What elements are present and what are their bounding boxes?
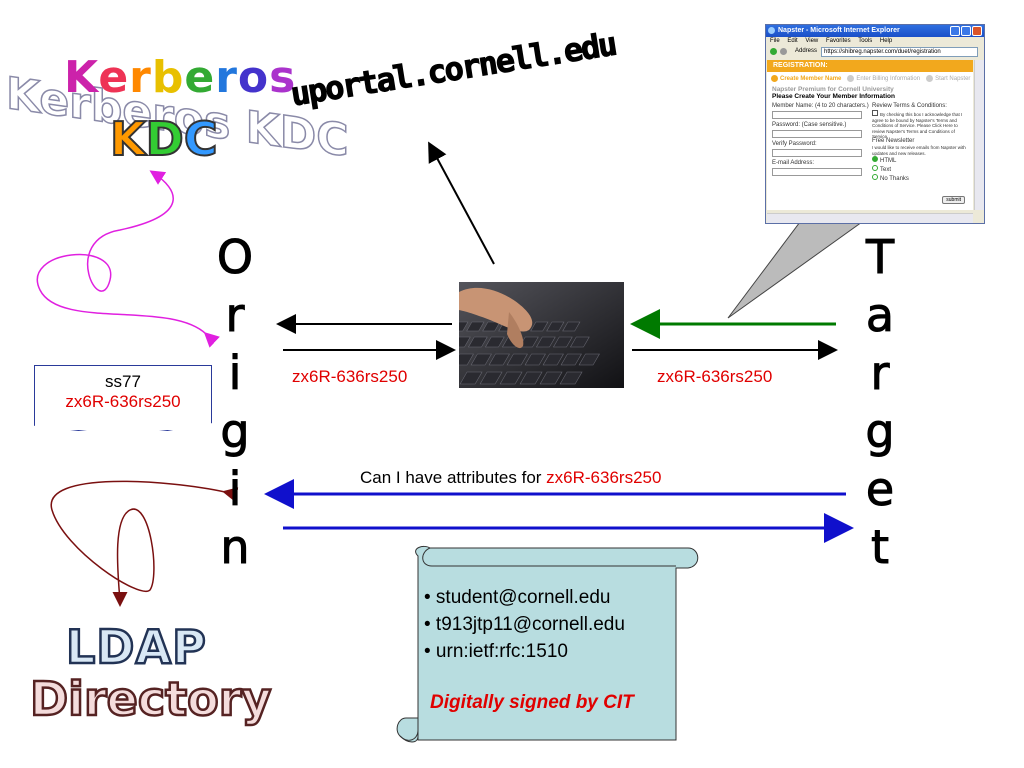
newsletter-option-none[interactable]: No Thanks (872, 174, 967, 183)
radio-icon (872, 174, 878, 180)
password-label: Password: (Case sensitive.) (772, 122, 847, 128)
verify-password-label: Verify Password: (772, 141, 817, 147)
vertical-scrollbar[interactable] (974, 60, 984, 210)
browser-window: Napster - Microsoft Internet Explorer Fi… (765, 24, 985, 224)
arrow-to-uportal (428, 141, 495, 265)
kerberos-letter: K (64, 52, 99, 103)
credentials-user: ss77 (105, 372, 141, 391)
verify-password-input[interactable] (772, 149, 862, 157)
member-name-label: Member Name: (4 to 20 characters.) (772, 103, 869, 109)
submit-button[interactable]: submit (942, 196, 965, 204)
email-input[interactable] (772, 168, 862, 176)
browser-callout (727, 221, 864, 319)
minimize-icon[interactable] (950, 26, 960, 36)
member-name-input[interactable] (772, 111, 862, 119)
assertion-scroll (396, 545, 699, 743)
step-1: Create Member Name (771, 75, 841, 83)
back-icon[interactable] (770, 48, 777, 55)
menu-edit[interactable]: Edit (787, 38, 798, 44)
assertion-item: • t913jtp11@cornell.edu (424, 614, 625, 635)
browser-menubar: File Edit View Favorites Tools Help (766, 37, 984, 46)
step-icon (771, 75, 778, 83)
newsletter-option-html[interactable]: HTML (872, 156, 967, 165)
newsletter-heading: Free Newsletter (872, 138, 915, 144)
password-input[interactable] (772, 130, 862, 138)
registration-page: REGISTRATION: Create Member Name Enter B… (767, 60, 973, 210)
menu-file[interactable]: File (770, 38, 780, 44)
radio-icon (872, 165, 878, 171)
assertion-item: • student@cornell.edu (424, 587, 611, 608)
form-left-column: Member Name: (4 to 20 characters.) Passw… (772, 103, 872, 183)
menu-help[interactable]: Help (879, 38, 893, 44)
terms-text: By checking this box I acknowledge that … (872, 110, 963, 138)
keyboard-image (459, 282, 624, 388)
terms-checkbox[interactable] (872, 110, 878, 116)
ldap-title: LDAP (65, 619, 207, 676)
step-icon (926, 75, 934, 83)
keyboard-photo (459, 282, 624, 388)
menu-view[interactable]: View (805, 38, 819, 44)
form-right-column: Review Terms & Conditions: By checking t… (872, 103, 967, 183)
signature-text: Digitally signed by CIT (430, 692, 634, 713)
registration-steps: Create Member Name Enter Billing Informa… (767, 72, 973, 86)
email-label: E-mail Address: (772, 160, 815, 166)
menu-favorites[interactable]: Favorites (825, 38, 851, 44)
newsletter-option-text[interactable]: Text (872, 165, 967, 174)
horizontal-scrollbar[interactable] (767, 213, 973, 223)
ldap-curve (50, 480, 239, 607)
radio-icon (872, 156, 878, 162)
address-label: Address (795, 48, 818, 54)
browser-addressbar: Address https://shibreg.napster.com/duet… (766, 46, 984, 57)
handle-label-right: zx6R-636rs250 (657, 367, 773, 386)
assertion-item: • urn:ietf:rfc:1510 (424, 641, 568, 662)
registration-banner: REGISTRATION: (767, 60, 973, 72)
step-icon (847, 75, 855, 83)
forward-icon[interactable] (780, 48, 787, 55)
attribute-request-text: Can I have attributes for zx6R-636rs250 (360, 468, 662, 487)
step-3: Start Napster (926, 75, 970, 83)
step-2: Enter Billing Information (847, 75, 920, 83)
assertion-list: • student@cornell.edu • t913jtp11@cornel… (424, 584, 625, 665)
credentials-handle: zx6R-636rs250 (65, 392, 181, 411)
credentials-box: ss77 zx6R-636rs250 (34, 365, 212, 431)
premium-heading: Napster Premium for Cornell University (772, 86, 894, 93)
newsletter-text: I would like to receive emails from Naps… (872, 145, 966, 156)
kerberos-curve (36, 170, 220, 348)
target-label: T a r g e t (865, 230, 895, 575)
kdc-title: KDC (109, 111, 219, 167)
directory-title: Directory (29, 671, 273, 728)
close-icon[interactable] (972, 26, 982, 36)
form-columns: Member Name: (4 to 20 characters.) Passw… (767, 103, 973, 183)
terms-heading: Review Terms & Conditions: (872, 103, 947, 109)
address-input[interactable]: https://shibreg.napster.com/duet/registr… (821, 46, 978, 57)
browser-titlebar: Napster - Microsoft Internet Explorer (766, 25, 984, 37)
handle-label-left: zx6R-636rs250 (292, 367, 408, 386)
menu-tools[interactable]: Tools (858, 38, 873, 44)
origin-label: O r i g i n (216, 230, 258, 575)
kerberos-title: Kerberos (64, 52, 297, 103)
browser-title: Napster - Microsoft Internet Explorer (778, 27, 900, 34)
please-heading: Please Create Your Member Information (772, 93, 895, 100)
ie-icon (768, 27, 775, 34)
maximize-icon[interactable] (961, 26, 971, 36)
